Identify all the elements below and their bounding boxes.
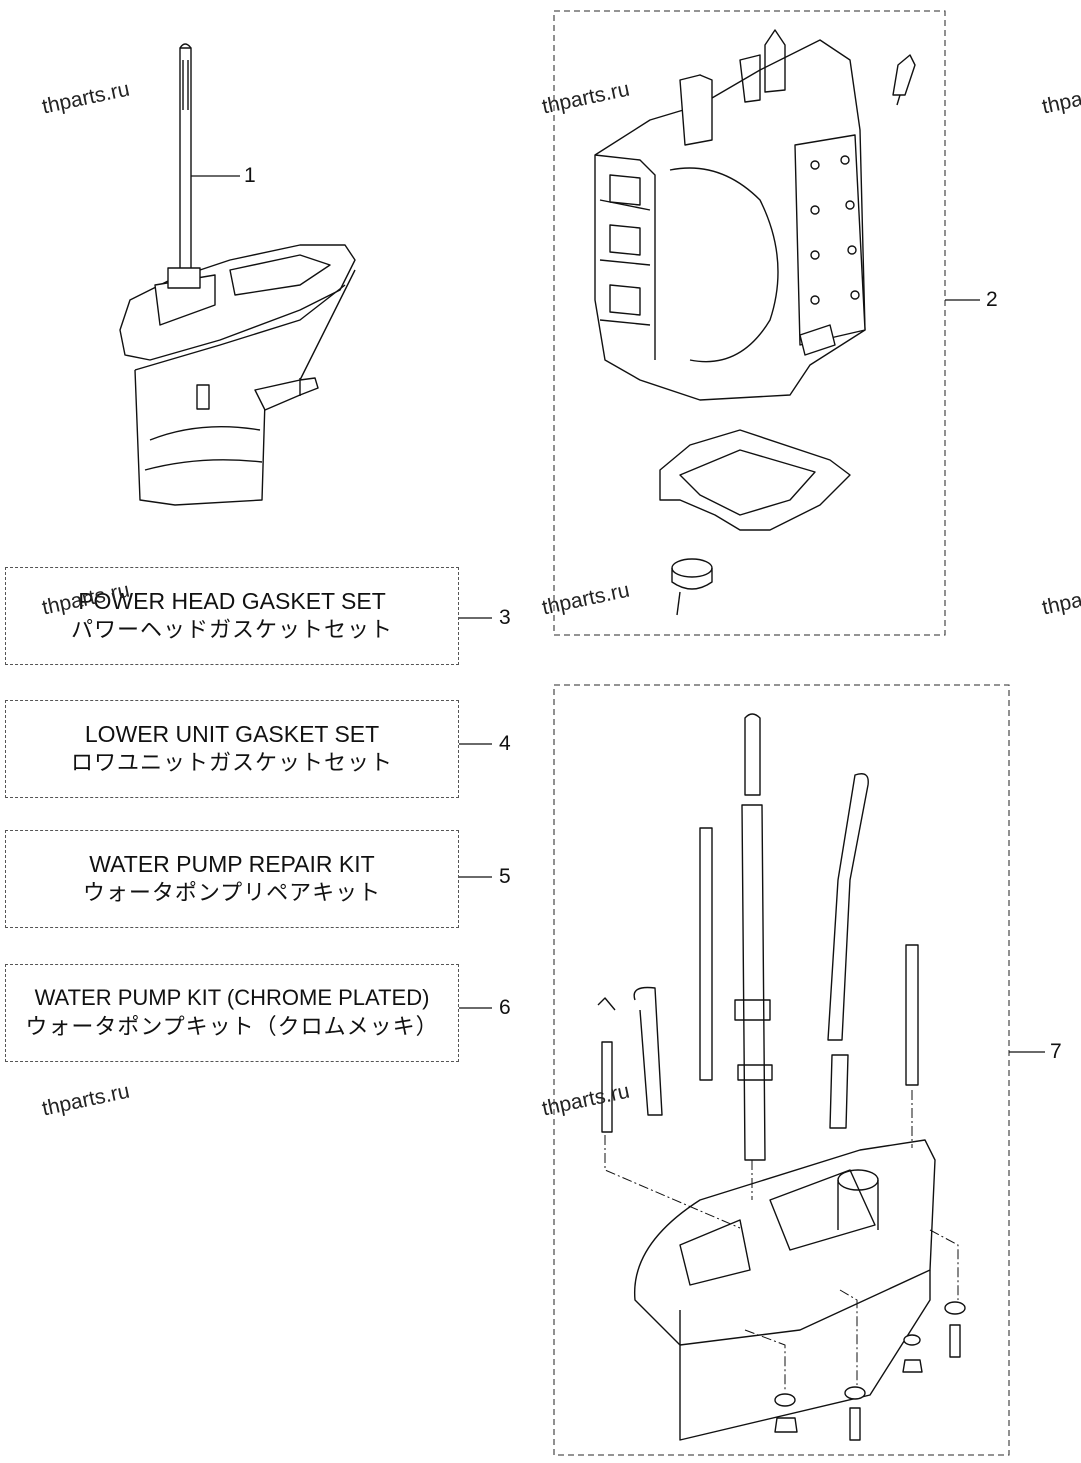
water-pump-box: [553, 684, 1010, 1456]
kit-label-jp: ウォータポンプリペアキット: [82, 881, 382, 906]
callout-4: 4: [499, 732, 511, 755]
callout-6: 6: [499, 996, 511, 1019]
lower-unit-assembly: [119, 43, 356, 506]
kit-power-head-gasket-set: POWER HEAD GASKET SET パワーヘッドガスケットセット: [5, 567, 459, 665]
power-head-assembly: [594, 29, 980, 616]
kit-label-jp: パワーヘッドガスケットセット: [70, 618, 393, 643]
callout-7: 7: [1050, 1040, 1062, 1063]
kit-label-en: WATER PUMP KIT (CHROME PLATED): [34, 985, 430, 1010]
kit-lower-unit-gasket-set: LOWER UNIT GASKET SET ロワユニットガスケットセット: [5, 700, 459, 798]
kit-label-en: WATER PUMP REPAIR KIT: [89, 851, 375, 877]
power-head-box: [553, 10, 946, 636]
drive-shaft-housing-assembly: [597, 713, 1045, 1441]
kit-water-pump-kit-chrome: WATER PUMP KIT (CHROME PLATED) ウォータポンプキッ…: [5, 964, 459, 1062]
callout-3: 3: [499, 606, 511, 629]
kit-label-en: POWER HEAD GASKET SET: [78, 588, 386, 614]
callout-2: 2: [986, 288, 998, 311]
kit-label-jp: ウォータポンプキット（クロムメッキ）: [25, 1015, 439, 1040]
kit-label-jp: ロワユニットガスケットセット: [70, 751, 393, 776]
callout-1: 1: [244, 164, 256, 187]
kit-label-en: LOWER UNIT GASKET SET: [84, 721, 380, 747]
callout-5: 5: [499, 865, 511, 888]
kit-water-pump-repair-kit: WATER PUMP REPAIR KIT ウォータポンプリペアキット: [5, 830, 459, 928]
